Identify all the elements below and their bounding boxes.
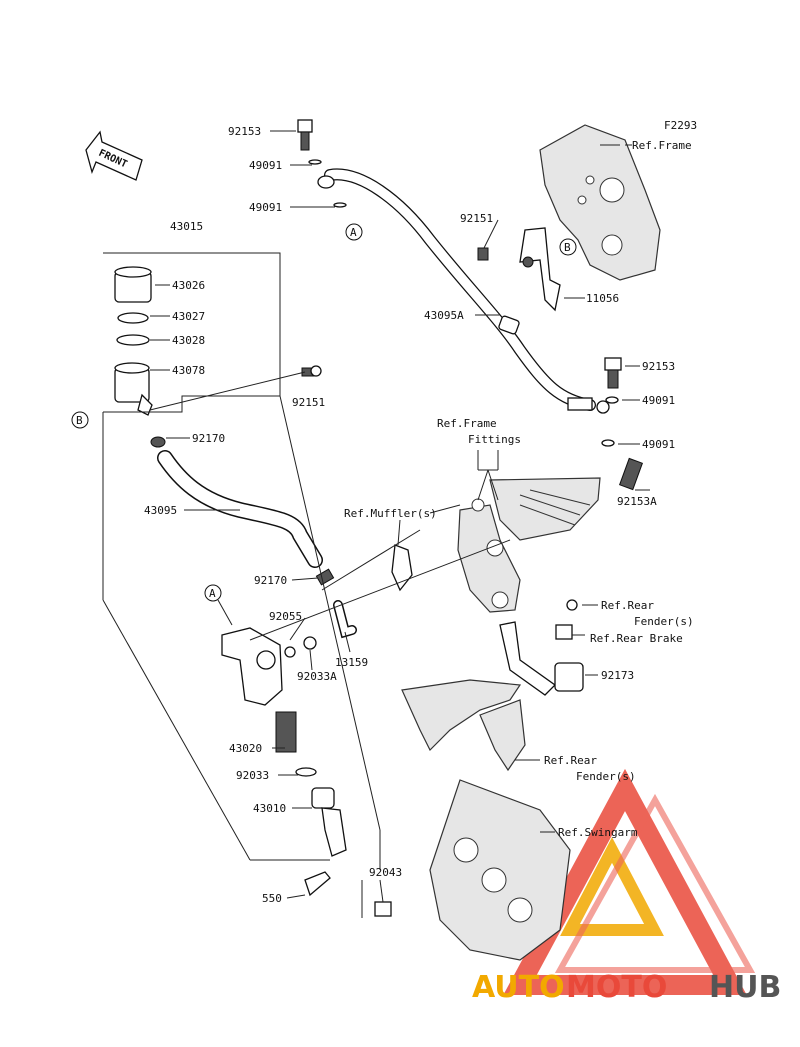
- label-13159: 13159: [335, 656, 368, 669]
- label-ref-muffler: Ref.Muffler(s): [344, 507, 437, 520]
- label-ref-frame-fittings-1: Ref.Frame: [437, 417, 497, 430]
- master-cylinder: [221, 627, 392, 917]
- frame-top-right: [539, 124, 661, 281]
- label-43015: 43015: [170, 220, 203, 233]
- label-43028: 43028: [172, 334, 205, 347]
- label-43020: 43020: [229, 742, 262, 755]
- label-43026: 43026: [172, 279, 205, 292]
- label-92170-mid: 92170: [254, 574, 287, 587]
- frame-fittings: [457, 457, 644, 613]
- label-ref-swingarm: Ref.Swingarm: [558, 826, 638, 839]
- label-92170-top: 92170: [192, 432, 225, 445]
- label-43010: 43010: [253, 802, 286, 815]
- watermark-prefix: AUTO: [472, 970, 565, 1005]
- diagram-code: F2293: [664, 119, 697, 132]
- svg-text:B: B: [76, 414, 83, 427]
- label-43095A: 43095A: [424, 309, 464, 322]
- label-ref-rear-fender-1b: Fender(s): [634, 615, 694, 628]
- svg-text:A: A: [209, 587, 216, 600]
- reservoir-assembly: [114, 266, 153, 416]
- front-arrow: FRONT: [85, 130, 143, 181]
- watermark-middle: MOTO: [566, 970, 667, 1005]
- label-43078: 43078: [172, 364, 205, 377]
- watermark-suffix: HUB: [709, 970, 781, 1005]
- label-92033A: 92033A: [297, 670, 337, 683]
- label-ref-frame-fittings-2: Fittings: [468, 433, 521, 446]
- watermark-logo: [503, 768, 756, 995]
- bolt-92153-top: [297, 119, 347, 208]
- label-43027: 43027: [172, 310, 205, 323]
- label-11056: 11056: [586, 292, 619, 305]
- rear-fender-swingarm: [401, 679, 571, 961]
- bolt-92153-mid: [601, 357, 622, 447]
- label-92153-top: 92153: [228, 125, 261, 138]
- label-92151-left: 92151: [292, 396, 325, 409]
- label-92153A: 92153A: [617, 495, 657, 508]
- label-49091-d: 49091: [642, 438, 675, 451]
- label-92151-right: 92151: [460, 212, 493, 225]
- label-550: 550: [262, 892, 282, 905]
- label-92055: 92055: [269, 610, 302, 623]
- label-92033: 92033: [236, 769, 269, 782]
- label-92173: 92173: [601, 669, 634, 682]
- callout-B-left: B: [71, 411, 89, 429]
- label-ref-frame-top: Ref.Frame: [632, 139, 692, 152]
- label-ref-rear-fender-2a: Ref.Rear: [544, 754, 597, 767]
- label-ref-rear-brake: Ref.Rear Brake: [590, 632, 683, 645]
- label-49091-c: 49091: [642, 394, 675, 407]
- callout-B-top: B: [559, 238, 577, 256]
- svg-text:A: A: [350, 226, 357, 239]
- part-labels: 92153 49091 49091 Ref.Frame 92151 11056 …: [144, 125, 694, 905]
- watermark-text: AUTO MOTO HUB: [472, 970, 781, 1005]
- svg-text:B: B: [564, 241, 571, 254]
- label-49091-a: 49091: [249, 159, 282, 172]
- label-43095: 43095: [144, 504, 177, 517]
- callout-A-top: A: [345, 223, 363, 241]
- callout-A-left: A: [204, 584, 233, 626]
- label-92153-mid: 92153: [642, 360, 675, 373]
- leader-lines: [102, 130, 650, 918]
- label-ref-rear-fender-2b: Fender(s): [576, 770, 636, 783]
- label-ref-rear-fender-1a: Ref.Rear: [601, 599, 654, 612]
- label-49091-b: 49091: [249, 201, 282, 214]
- label-92043: 92043: [369, 866, 402, 879]
